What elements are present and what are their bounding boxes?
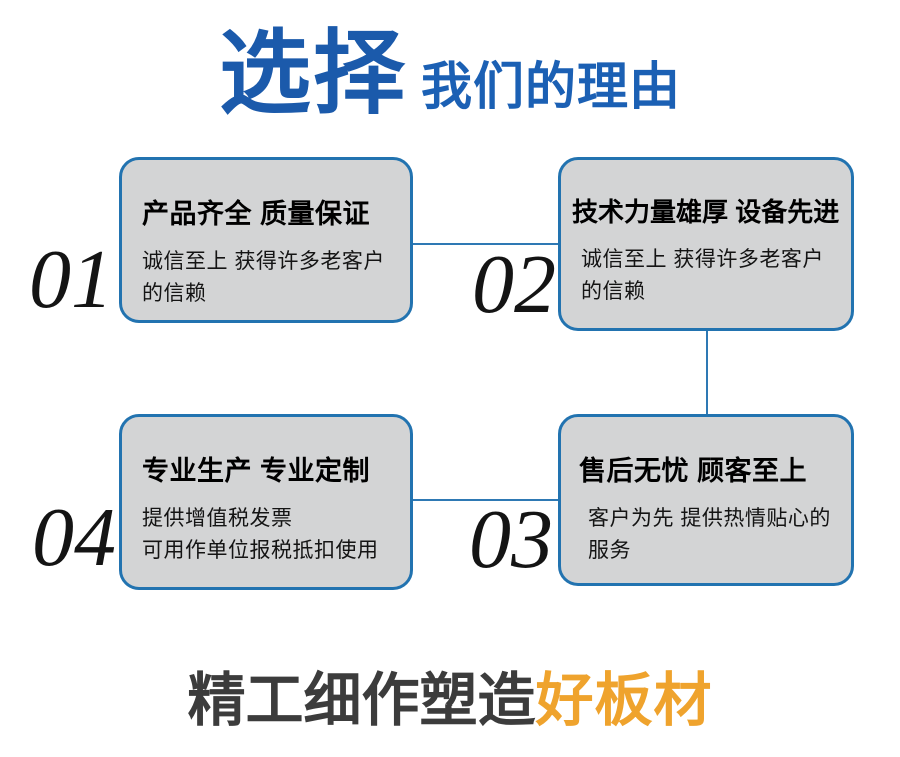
footer-slogan-accent: 好板材	[535, 668, 713, 733]
card-technology-equipment: 技术力量雄厚 设备先进 诚信至上 获得许多老客户 的信赖	[558, 157, 854, 331]
connector-line-bottom	[413, 499, 558, 501]
title-secondary: 我们的理由	[421, 57, 682, 115]
card-product-quality: 产品齐全 质量保证 诚信至上 获得许多老客户 的信赖	[119, 157, 413, 323]
step-number-02: 02	[472, 238, 556, 331]
card-description: 提供增值税发票 可用作单位报税抵扣使用	[142, 507, 379, 562]
card-title: 专业生产 专业定制	[142, 456, 371, 486]
page-title: 选择 我们的理由	[0, 28, 900, 120]
card-title: 售后无忧 顾客至上	[579, 456, 808, 486]
card-description: 客户为先 提供热情贴心的 服务	[588, 507, 831, 562]
card-description: 诚信至上 获得许多老客户 的信赖	[581, 248, 824, 303]
step-number-03: 03	[469, 493, 553, 586]
card-title: 产品齐全 质量保证	[142, 199, 371, 229]
connector-line-top	[413, 243, 558, 245]
card-title: 技术力量雄厚 设备先进	[572, 197, 840, 227]
footer-slogan-dark: 精工细作塑造	[187, 668, 536, 733]
card-after-sales-service: 售后无忧 顾客至上 客户为先 提供热情贴心的 服务	[558, 414, 854, 586]
title-primary: 选择	[218, 23, 407, 125]
card-description: 诚信至上 获得许多老客户 的信赖	[142, 250, 385, 305]
footer-slogan: 精工细作塑造 好板材	[0, 666, 900, 736]
step-number-01: 01	[29, 233, 113, 326]
connector-line-right	[706, 331, 708, 414]
step-number-04: 04	[32, 491, 116, 584]
card-professional-customization: 专业生产 专业定制 提供增值税发票 可用作单位报税抵扣使用	[119, 414, 413, 590]
